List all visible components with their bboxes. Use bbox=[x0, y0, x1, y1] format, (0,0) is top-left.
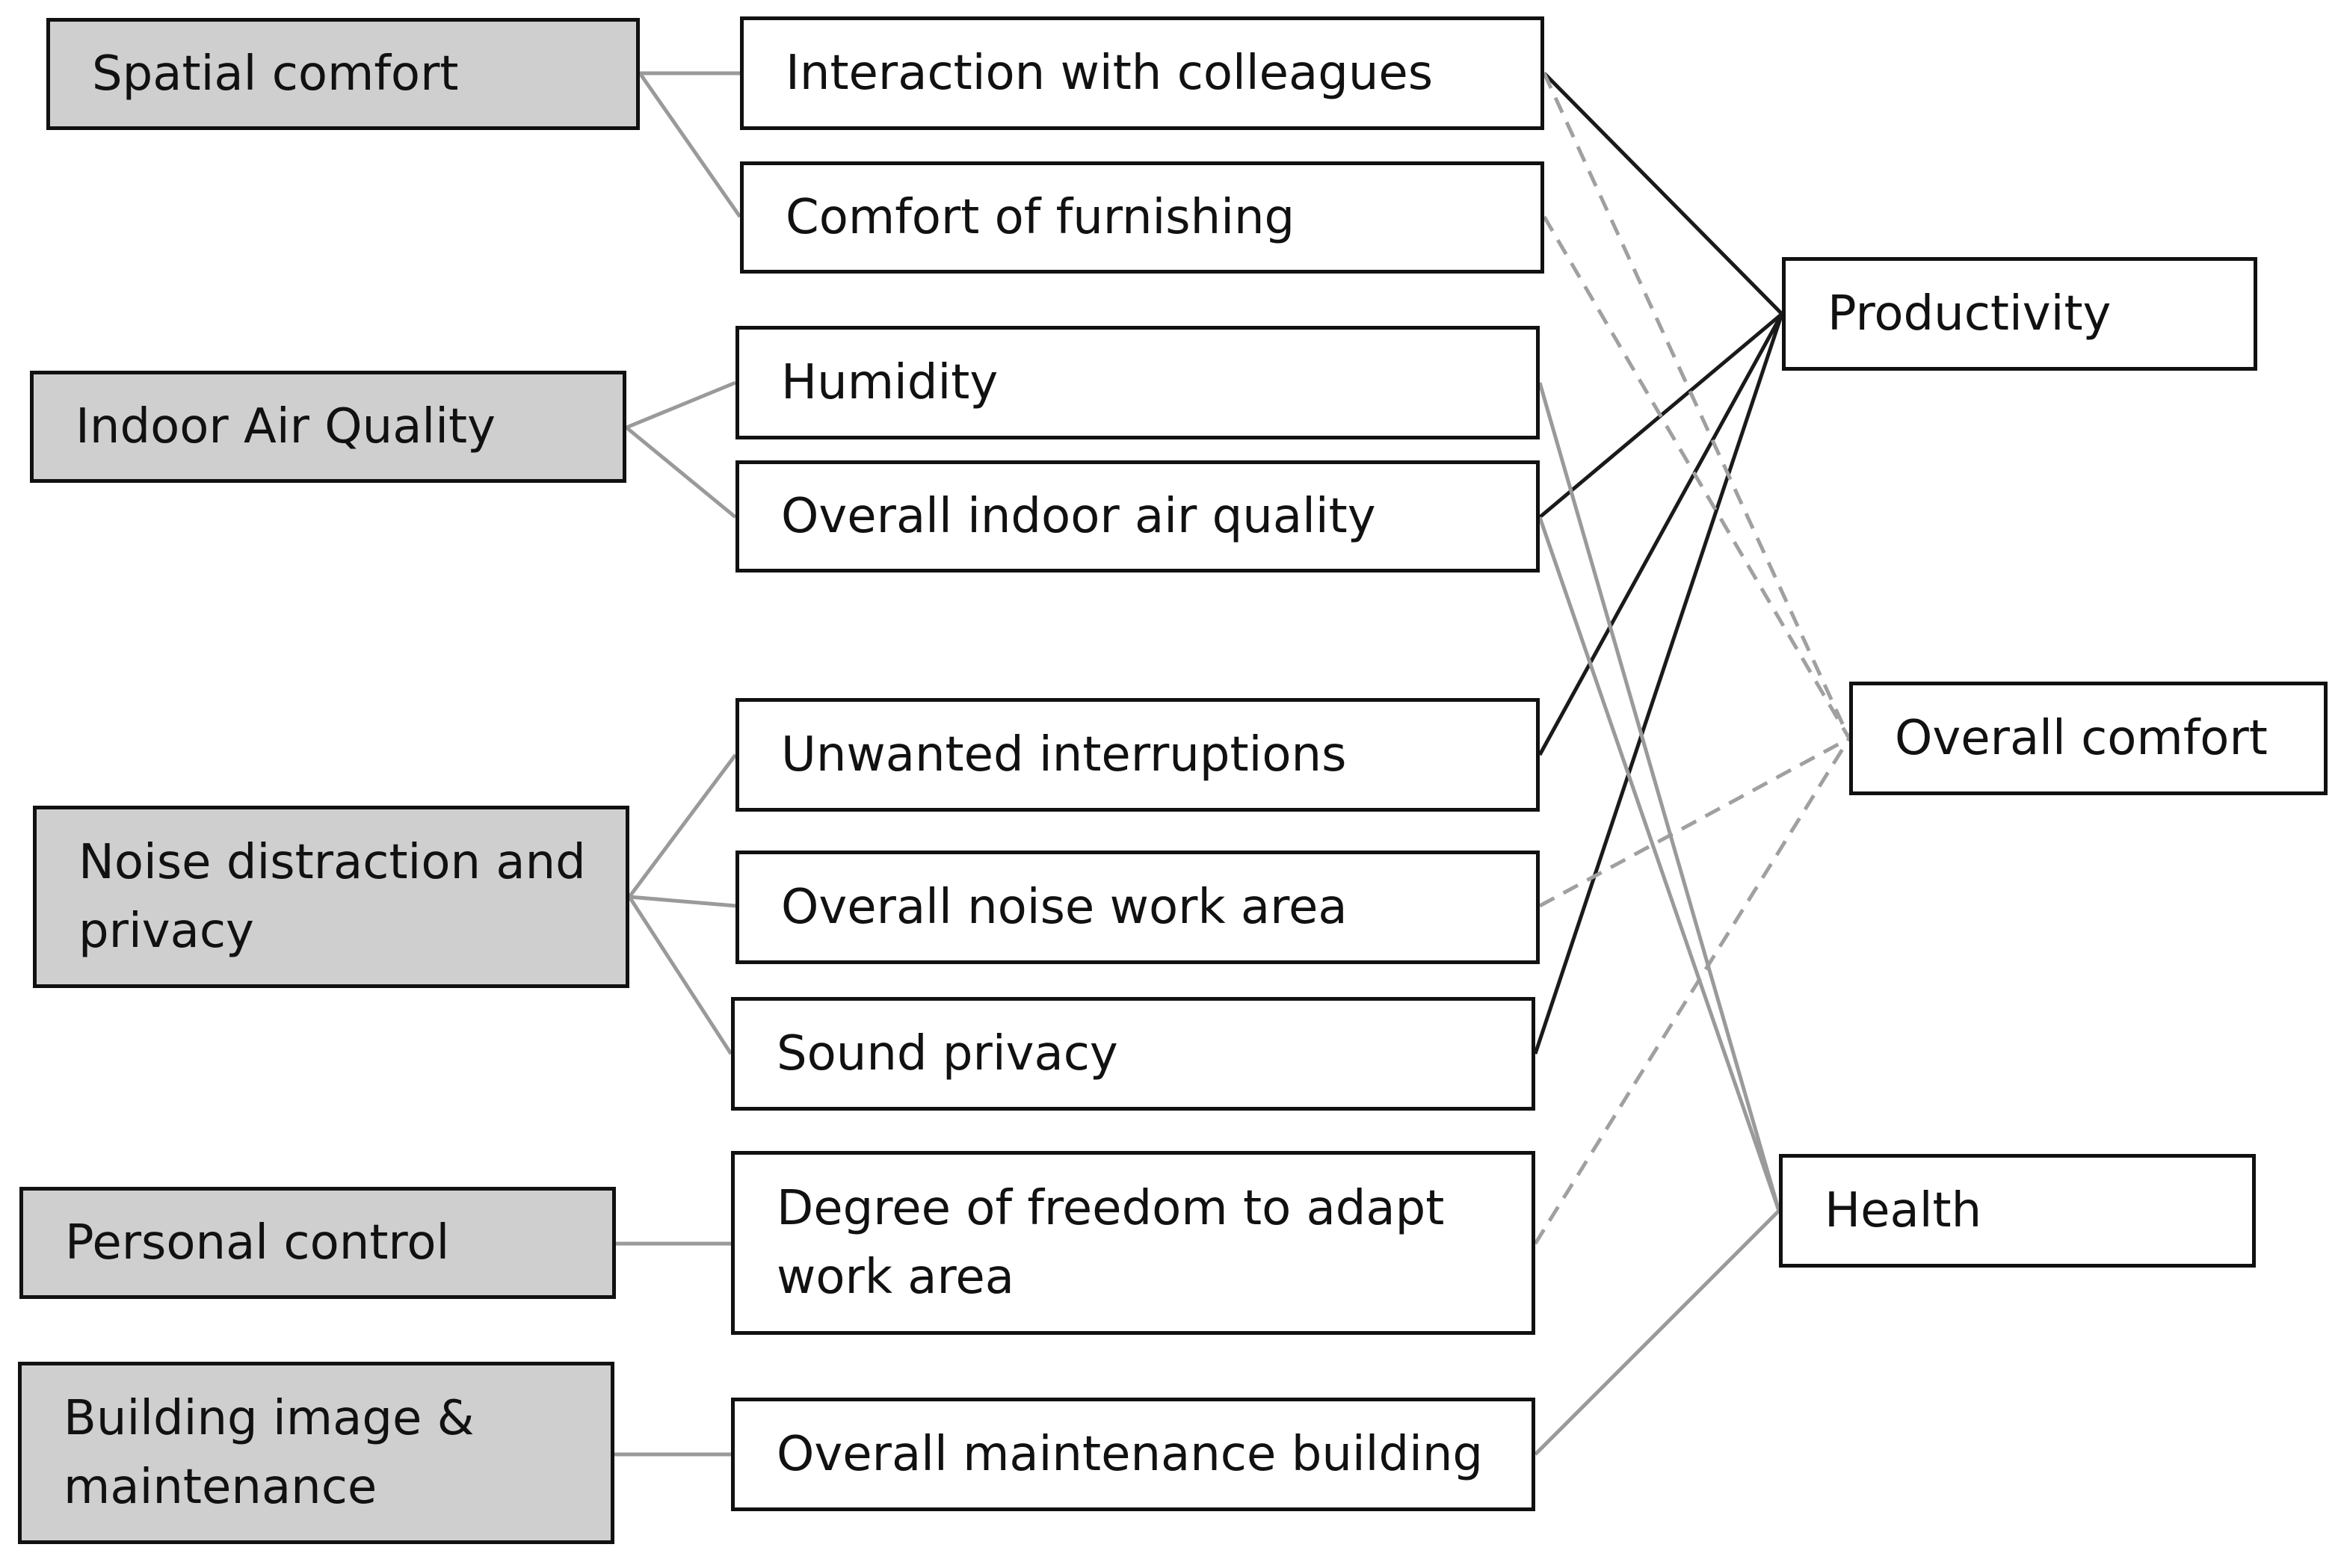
category-label: Spatial comfort bbox=[92, 46, 459, 102]
link-noise-area-comfort bbox=[1538, 736, 1851, 908]
category-indoor-air-quality: Indoor Air Quality bbox=[30, 371, 626, 483]
factor-label: Sound privacy bbox=[777, 1026, 1118, 1081]
factor-humidity: Humidity bbox=[735, 326, 1540, 439]
link-iaq-air bbox=[625, 426, 737, 519]
link-maintenance-health bbox=[1534, 1209, 1780, 1456]
category-label: Noise distraction and privacy bbox=[78, 835, 586, 959]
factor-overall-indoor-air-quality: Overall indoor air quality bbox=[735, 460, 1540, 572]
link-humidity-health bbox=[1537, 382, 1781, 1212]
link-spatial-furnishing bbox=[638, 72, 742, 218]
category-personal-control: Personal control bbox=[19, 1187, 616, 1299]
link-interaction-productivity bbox=[1543, 72, 1783, 315]
link-noise-interruptions bbox=[627, 753, 738, 898]
factor-sound-privacy: Sound privacy bbox=[731, 997, 1535, 1111]
link-interruptions-productivity bbox=[1537, 312, 1784, 756]
factor-overall-noise-work-area: Overall noise work area bbox=[735, 851, 1540, 964]
outcome-productivity: Productivity bbox=[1782, 257, 2257, 371]
category-building-image-maintenance: Building image & maintenance bbox=[18, 1362, 614, 1544]
link-noise-sound bbox=[627, 895, 733, 1055]
factor-label: Unwanted interruptions bbox=[781, 727, 1347, 783]
factor-label: Overall maintenance building bbox=[777, 1427, 1484, 1482]
factor-interaction-with-colleagues: Interaction with colleagues bbox=[740, 16, 1544, 130]
category-label: Building image & maintenance bbox=[64, 1391, 475, 1515]
factor-unwanted-interruptions: Unwanted interruptions bbox=[735, 698, 1540, 812]
factor-label: Interaction with colleagues bbox=[786, 46, 1434, 101]
link-noise-area bbox=[629, 895, 736, 908]
link-freedom-comfort bbox=[1533, 737, 1851, 1245]
factor-overall-maintenance-building: Overall maintenance building bbox=[731, 1398, 1535, 1511]
outcome-overall-comfort: Overall comfort bbox=[1849, 682, 2328, 795]
factor-degree-of-freedom: Degree of freedom to adapt work area bbox=[731, 1151, 1535, 1335]
outcome-label: Productivity bbox=[1828, 286, 2112, 342]
factor-label: Degree of freedom to adapt work area bbox=[777, 1181, 1445, 1305]
link-interaction-comfort bbox=[1542, 72, 1851, 740]
link-iaq-humidity bbox=[626, 380, 736, 430]
outcome-health: Health bbox=[1779, 1154, 2256, 1268]
category-label: Personal control bbox=[65, 1215, 450, 1271]
factor-label: Overall indoor air quality bbox=[781, 489, 1376, 544]
category-spatial-comfort: Spatial comfort bbox=[46, 18, 640, 130]
outcome-label: Overall comfort bbox=[1895, 711, 2268, 766]
category-label: Indoor Air Quality bbox=[75, 399, 496, 454]
link-air-health bbox=[1537, 516, 1781, 1212]
link-furnishing-comfort bbox=[1542, 215, 1851, 740]
factor-label: Overall noise work area bbox=[781, 880, 1348, 935]
factor-label: Comfort of furnishing bbox=[786, 190, 1295, 245]
category-noise-distraction-privacy: Noise distraction and privacy bbox=[33, 806, 629, 988]
link-sound-productivity bbox=[1533, 313, 1784, 1055]
factor-label: Humidity bbox=[781, 355, 999, 410]
outcome-label: Health bbox=[1825, 1183, 1982, 1238]
factor-comfort-of-furnishing: Comfort of furnishing bbox=[740, 161, 1544, 274]
